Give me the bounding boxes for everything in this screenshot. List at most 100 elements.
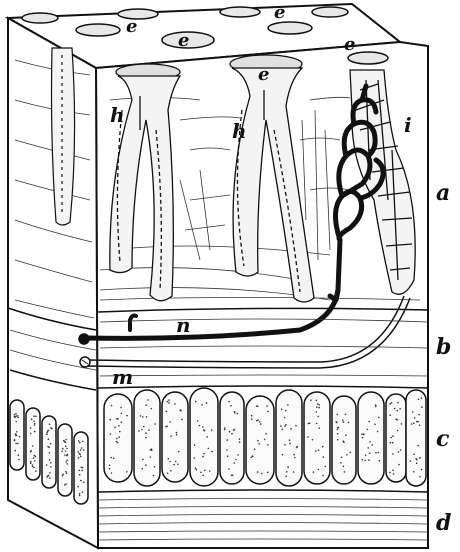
- stipple-dot: [77, 486, 79, 488]
- stipple-dot: [398, 451, 400, 453]
- stipple-dot: [154, 466, 156, 468]
- stipple-dot: [202, 426, 204, 428]
- stipple-dot: [378, 452, 380, 454]
- stipple-dot: [234, 412, 236, 414]
- stipple-dot: [34, 455, 36, 457]
- stipple-dot: [176, 434, 178, 436]
- stipple-dot: [368, 459, 370, 461]
- stipple-dot: [145, 404, 147, 406]
- stipple-dot: [319, 427, 321, 429]
- stipple-dot: [224, 429, 226, 431]
- stipple-dot: [170, 435, 172, 437]
- stipple-dot: [208, 448, 210, 450]
- stipple-dot: [31, 418, 33, 420]
- stipple-dot: [195, 467, 197, 469]
- stipple-dot: [17, 417, 19, 419]
- stipple-dot: [32, 445, 34, 447]
- stipple-dot: [47, 475, 49, 477]
- stipple-dot: [228, 401, 230, 403]
- stipple-dot: [379, 460, 381, 462]
- stipple-dot: [121, 413, 123, 415]
- stipple-dot: [153, 475, 155, 477]
- stipple-dot: [413, 471, 415, 473]
- stipple-dot: [66, 460, 68, 462]
- stipple-dot: [110, 457, 112, 459]
- stipple-dot: [16, 431, 18, 433]
- stipple-dot: [346, 454, 348, 456]
- stipple-dot: [35, 416, 37, 418]
- stipple-dot: [257, 406, 259, 408]
- stipple-dot: [83, 482, 85, 484]
- stipple-dot: [49, 472, 51, 474]
- stipple-dot: [117, 442, 119, 444]
- stipple-dot: [233, 462, 235, 464]
- stipple-dot: [251, 418, 253, 420]
- stipple-dot: [145, 464, 147, 466]
- stipple-dot: [178, 451, 180, 453]
- stipple-dot: [310, 399, 312, 401]
- stipple-dot: [32, 466, 34, 468]
- stipple-dot: [140, 415, 142, 417]
- stipple-dot: [416, 462, 418, 464]
- stipple-dot: [318, 407, 320, 409]
- stipple-dot: [372, 444, 374, 446]
- stipple-dot: [337, 439, 339, 441]
- stipple-dot: [285, 475, 287, 477]
- stipple-dot: [211, 451, 213, 453]
- stipple-dot: [32, 464, 34, 466]
- stipple-dot: [116, 438, 118, 440]
- stipple-dot: [167, 473, 169, 475]
- stipple-dot: [200, 472, 202, 474]
- stipple-dot: [286, 471, 288, 473]
- stipple-dot: [256, 420, 258, 422]
- stipple-dot: [146, 416, 148, 418]
- stipple-dot: [227, 455, 229, 457]
- label-e-3: e: [274, 2, 285, 23]
- stipple-dot: [109, 465, 111, 467]
- stipple-dot: [62, 475, 64, 477]
- stipple-dot: [250, 457, 252, 459]
- stipple-dot: [168, 458, 170, 460]
- stipple-dot: [416, 421, 418, 423]
- stipple-dot: [293, 471, 295, 473]
- stipple-dot: [337, 429, 339, 431]
- stipple-dot: [34, 460, 36, 462]
- stipple-dot: [195, 401, 197, 403]
- stipple-dot: [318, 449, 320, 451]
- stipple-dot: [202, 456, 204, 458]
- stipple-dot: [14, 414, 16, 416]
- stipple-dot: [411, 423, 413, 425]
- label-h-2: h: [232, 119, 247, 143]
- stipple-dot: [176, 432, 178, 434]
- stipple-dot: [412, 411, 414, 413]
- stipple-dot: [375, 406, 377, 408]
- stipple-dot: [79, 454, 81, 456]
- stipple-dot: [15, 443, 17, 445]
- stipple-dot: [287, 466, 289, 468]
- stipple-dot: [419, 425, 421, 427]
- stipple-dot: [82, 467, 84, 469]
- stipple-dot: [421, 397, 423, 399]
- stipple-dot: [325, 466, 327, 468]
- stipple-dot: [265, 433, 267, 435]
- label-e-5: e: [258, 64, 269, 85]
- stipple-dot: [33, 415, 35, 417]
- stipple-dot: [30, 463, 32, 465]
- stipple-dot: [312, 439, 314, 441]
- stipple-dot: [336, 422, 338, 424]
- stipple-dot: [285, 424, 287, 426]
- stipple-dot: [318, 469, 320, 471]
- stipple-dot: [175, 461, 177, 463]
- stipple-dot: [337, 433, 339, 435]
- stipple-dot: [230, 405, 232, 407]
- stipple-dot: [110, 433, 112, 435]
- stipple-dot: [151, 448, 153, 450]
- stipple-dot: [65, 471, 67, 473]
- stipple-dot: [142, 416, 144, 418]
- stipple-dot: [260, 423, 262, 425]
- stipple-dot: [421, 469, 423, 471]
- stipple-dot: [48, 446, 50, 448]
- gland-opening: [118, 9, 158, 19]
- stipple-dot: [316, 406, 318, 408]
- stipple-dot: [377, 431, 379, 433]
